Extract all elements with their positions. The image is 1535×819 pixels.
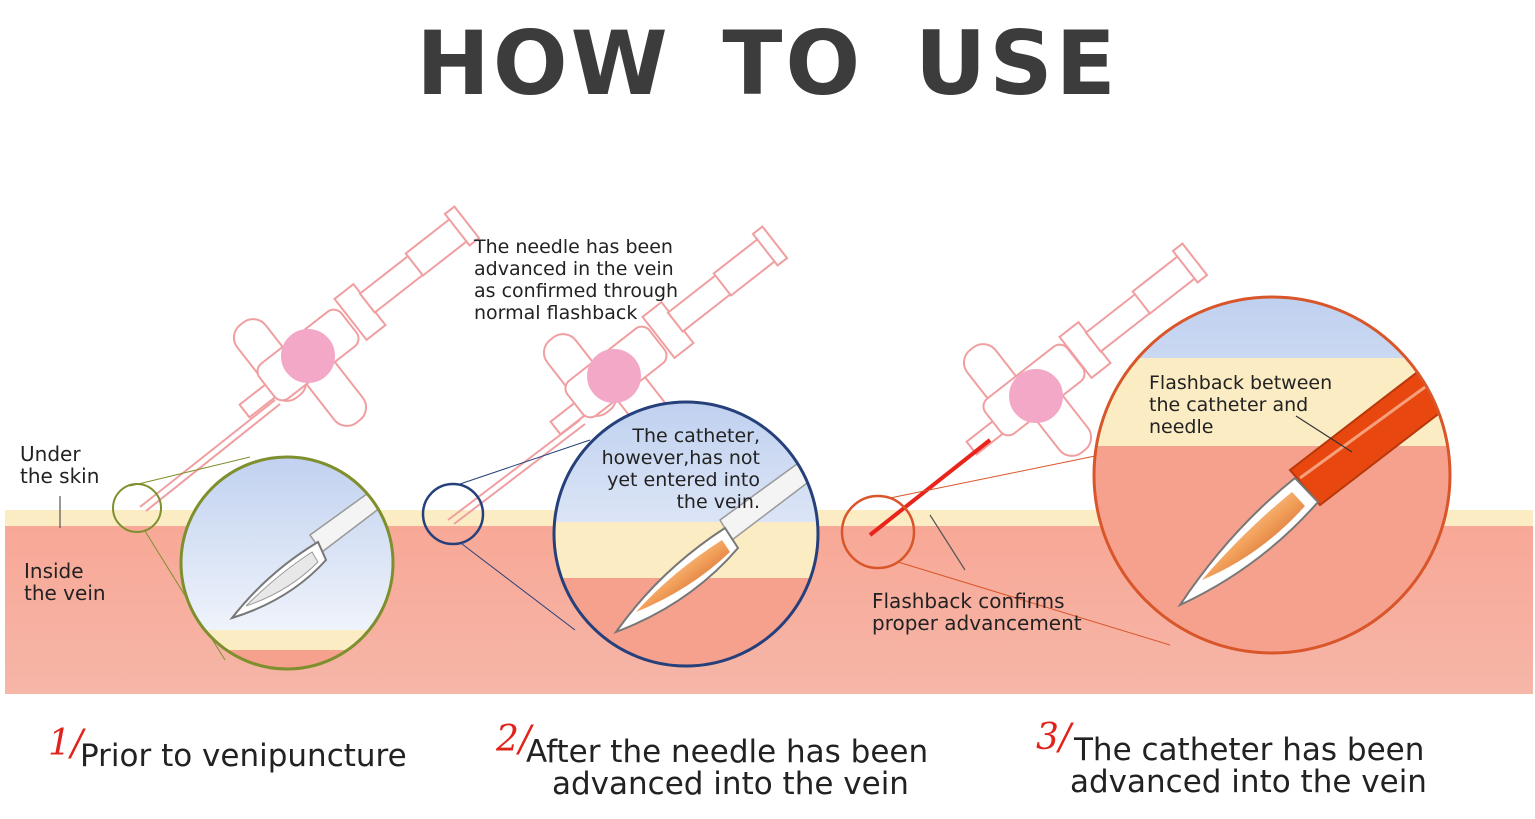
step-1-number: 1/ xyxy=(48,723,84,764)
flashback-confirms-annotation: Flashback confirms proper advancement xyxy=(872,589,1082,635)
step-3-text-line2: advanced into the vein xyxy=(1070,764,1427,800)
catheter-device-2 xyxy=(447,225,789,525)
hub-flash-chamber-2 xyxy=(587,349,641,403)
step-1-text: Prior to venipuncture xyxy=(80,738,407,774)
step-2-number: 2/ xyxy=(496,719,532,760)
step-2-text-line1: After the needle has been xyxy=(526,734,929,770)
catheter-device-1 xyxy=(139,205,481,512)
magnified-view-step2 xyxy=(554,402,818,666)
needle-advanced-annotation: The needle has been advanced in the vein… xyxy=(474,236,679,324)
inserted-catheter-3 xyxy=(868,438,992,537)
step-3-number: 3/ xyxy=(1036,717,1072,758)
detail-marker-step3 xyxy=(840,494,916,570)
page-title: HOW TO USE xyxy=(416,12,1119,115)
flashback-confirms-pointer xyxy=(929,514,966,571)
hub-flash-chamber-1 xyxy=(281,329,335,383)
flashback-between-annotation: Flashback between the catheter and needl… xyxy=(1149,372,1333,438)
hub-flash-chamber-3 xyxy=(1009,369,1063,423)
step-2-text-line2: advanced into the vein xyxy=(552,766,909,802)
detail-marker-step2 xyxy=(421,482,485,546)
under-skin-label: Under the skin xyxy=(20,442,100,488)
flashback-between-pointer xyxy=(1295,415,1353,453)
inside-vein-label: Inside the vein xyxy=(24,559,106,605)
catheter-device-3 xyxy=(962,242,1209,457)
catheter-not-entered-annotation: The catheter, however,has not yet entere… xyxy=(601,425,760,513)
step-3-text-line1: The catheter has been xyxy=(1074,732,1425,768)
